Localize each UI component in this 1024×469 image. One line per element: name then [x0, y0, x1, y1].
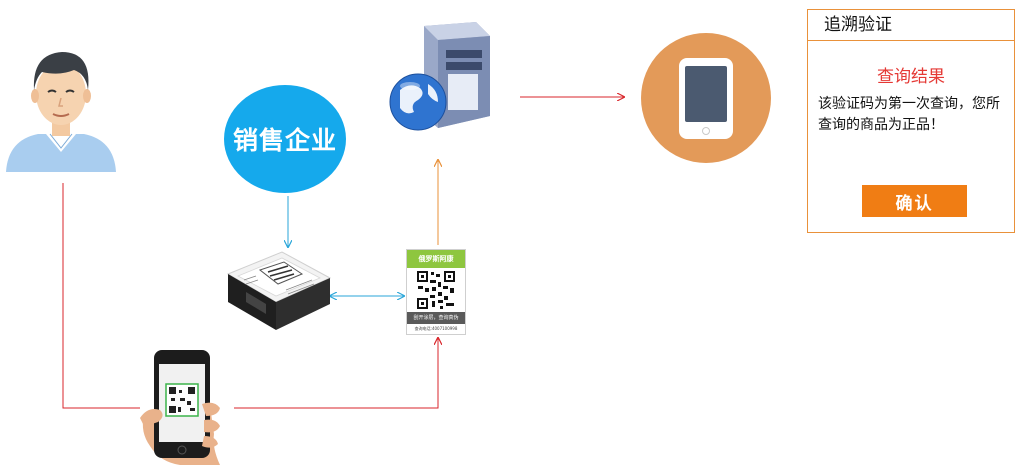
hand-phone-icon [140, 346, 235, 465]
smartphone-home-button [702, 127, 710, 135]
confirm-button[interactable]: 确认 [862, 185, 967, 217]
smartphone-screen [685, 66, 727, 122]
query-result-message: 该验证码为第一次查询，您所查询的商品为正品！ [818, 96, 1000, 133]
verification-panel: 追溯验证 查询结果 该验证码为第一次查询，您所查询的商品为正品！ 确认 [807, 9, 1015, 233]
panel-title: 追溯验证 [808, 10, 1014, 41]
qr-code-label: 俄罗斯阿康 刮开涂层，查询真伪 查询电话:4007100998 [406, 249, 466, 335]
person-icon [2, 44, 120, 174]
qr-label-hotline: 查询电话:4007100998 [414, 326, 458, 331]
qr-label-instruction: 刮开涂层，查询真伪 [407, 312, 465, 324]
qr-code-icon [416, 270, 456, 310]
query-result-heading: 查询结果 [877, 67, 945, 87]
smartphone-node [641, 33, 771, 163]
qr-label-brand: 俄罗斯阿康 [407, 250, 465, 268]
person-to-phone-line [62, 183, 140, 409]
sales-enterprise-label: 销售企业 [232, 126, 337, 155]
product-box-icon [226, 240, 332, 336]
phone-to-qr-arrow [234, 338, 438, 409]
server-globe-icon [386, 20, 496, 132]
smartphone-icon [679, 58, 733, 139]
sales-enterprise-node: 销售企业 [224, 85, 346, 193]
